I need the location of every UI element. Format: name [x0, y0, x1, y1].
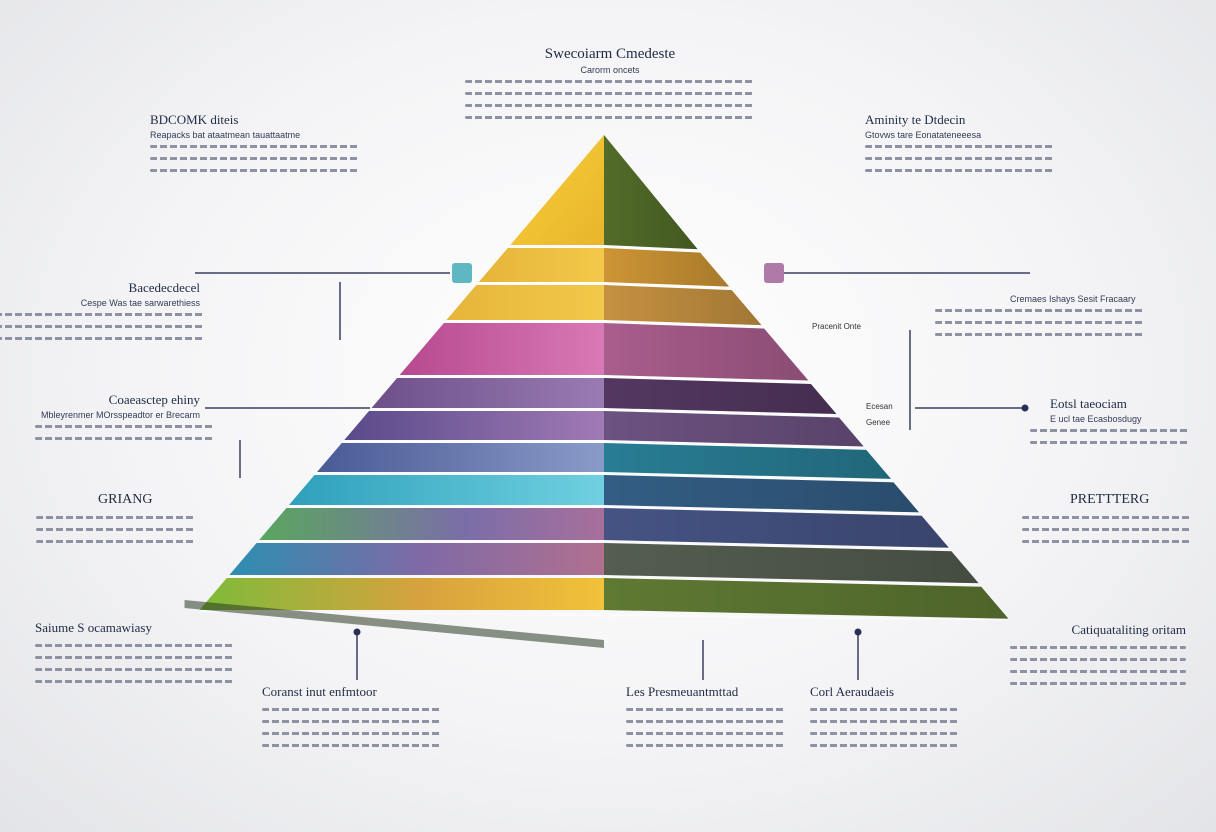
right-block-4: PRETTTERG: [1022, 492, 1192, 552]
left-block-3: Coaeasctep ehiny Mbleyrenmer MOrsspeadto…: [35, 392, 215, 449]
bottom-block-1-lines: [262, 708, 442, 747]
pyramid-layer-left-10: [229, 543, 604, 575]
pyramid-layer-shade-11: [604, 578, 1009, 619]
bottom-block-2-lines: [626, 708, 786, 747]
left-block-2-title: Bacedecdecel: [128, 280, 200, 295]
right-block-3: Eotsl taeociam E ucl tae Ecasbosdugy: [1030, 396, 1190, 453]
pyramid-layer-shade-4: [604, 323, 809, 381]
pyramid-layer-left-6: [344, 411, 604, 440]
right-block-2: Cremaes Ishays Sesit Fracaary: [935, 292, 1160, 345]
left-block-3-lines: [35, 425, 215, 440]
small-label-3: Genee: [866, 418, 891, 427]
pyramid-layer-shade-2: [604, 248, 730, 287]
pyramid-layer-left-4: [399, 323, 604, 375]
bottom-block-2: Les Presmeuantmttad: [626, 684, 796, 756]
pyramid-layer-left-1: [510, 135, 604, 245]
pyramid-layer-left-3: [446, 285, 604, 320]
top-title: Swecoiarm Cmedeste: [544, 46, 676, 62]
connector-dot-2: [353, 628, 361, 636]
left-block-2: Bacedecdecel Cespe Was tae sarwarethiess: [0, 280, 205, 349]
pyramid-layer-shade-8: [604, 475, 920, 513]
left-block-1-subtitle: Reapacks bat ataatmean tauattaatme: [150, 130, 301, 140]
left-block-2-lines: [0, 313, 205, 340]
right-block-3-subtitle: E ucl tae Ecasbosdugy: [1050, 414, 1142, 424]
top-subtitle: Carorm oncets: [580, 65, 640, 75]
bottom-block-3-lines: [810, 708, 960, 747]
right-block-3-title: Eotsl taeociam: [1050, 396, 1127, 411]
left-block-3-title: Coaeasctep ehiny: [108, 392, 200, 407]
right-block-1: Aminity te Dtdecin Gtovws tare Eonataten…: [865, 112, 1065, 181]
pyramid-layer-shade-7: [604, 443, 891, 479]
right-block-3-lines: [1030, 429, 1190, 444]
right-block-5-title: Catiquataliting oritam: [1071, 622, 1186, 637]
connector-tab-1: [452, 263, 472, 283]
left-block-5: Saiume S ocamawiasy: [35, 620, 235, 692]
pyramid-layer-shade-1: [604, 135, 698, 250]
bottom-block-1: Coranst inut enfmtoor: [262, 684, 452, 756]
pyramid-layer-shade-6: [604, 411, 864, 447]
top-label-block: Swecoiarm Cmedeste Carorm oncets: [440, 46, 780, 128]
right-block-4-title: PRETTTERG: [1070, 492, 1150, 507]
connector-dot-1: [1021, 404, 1029, 412]
bottom-block-3-title: Corl Aeraudaeis: [810, 684, 895, 699]
pyramid-layer-left-8: [288, 475, 604, 505]
right-block-2-subtitle: Cremaes Ishays Sesit Fracaary: [1010, 294, 1136, 304]
left-block-4: GRIANG: [36, 492, 198, 552]
right-block-1-lines: [865, 145, 1055, 172]
connector-dot-3: [854, 628, 862, 636]
pyramid-layer-shade-10: [604, 543, 979, 584]
connector-tab-2: [764, 263, 784, 283]
pyramid-layer-shade-5: [604, 378, 837, 414]
bottom-block-1-title: Coranst inut enfmtoor: [262, 684, 377, 699]
left-block-4-title: GRIANG: [98, 492, 153, 507]
right-block-1-subtitle: Gtovws tare Eonatateneeesa: [865, 130, 982, 140]
bottom-block-3: Corl Aeraudaeis: [810, 684, 970, 756]
pyramid-layer-shade-9: [604, 508, 949, 548]
small-label-1: Pracenit Onte: [812, 322, 861, 331]
left-block-1-title: BDCOMK diteis: [150, 112, 239, 127]
pyramid-base-shadow: [184, 600, 604, 648]
pyramid-layer-left-2: [478, 248, 604, 282]
right-block-5-lines: [1010, 646, 1186, 685]
pyramid-layer-left-5: [371, 378, 604, 408]
right-block-4-lines: [1022, 516, 1192, 543]
left-block-4-lines: [36, 516, 196, 543]
left-block-2-subtitle: Cespe Was tae sarwarethiess: [80, 298, 200, 308]
right-block-1-title: Aminity te Dtdecin: [865, 112, 966, 127]
pyramid-layer-edge-11: [199, 610, 1009, 621]
left-block-1: BDCOMK diteis Reapacks bat ataatmean tau…: [150, 112, 360, 181]
left-block-5-title: Saiume S ocamawiasy: [35, 620, 152, 635]
pyramid-layer-left-7: [317, 443, 604, 472]
small-label-2: Ecesan: [866, 402, 893, 411]
bottom-block-2-title: Les Presmeuantmttad: [626, 684, 739, 699]
left-block-3-subtitle: Mbleyrenmer MOrsspeadtor er Brecarm: [40, 410, 200, 420]
pyramid-layer-left-11: [199, 578, 604, 610]
pyramid-layer-shade-3: [604, 285, 762, 326]
pyramid-layers: [184, 135, 1009, 648]
pyramid-layer-left-9: [259, 508, 604, 540]
right-block-2-lines: [935, 309, 1145, 336]
left-block-5-lines: [35, 644, 235, 683]
top-text-lines: [465, 80, 755, 119]
connector-lines: [195, 263, 1030, 680]
right-block-5: Catiquataliting oritam: [1010, 622, 1186, 694]
left-block-1-lines: [150, 145, 360, 172]
